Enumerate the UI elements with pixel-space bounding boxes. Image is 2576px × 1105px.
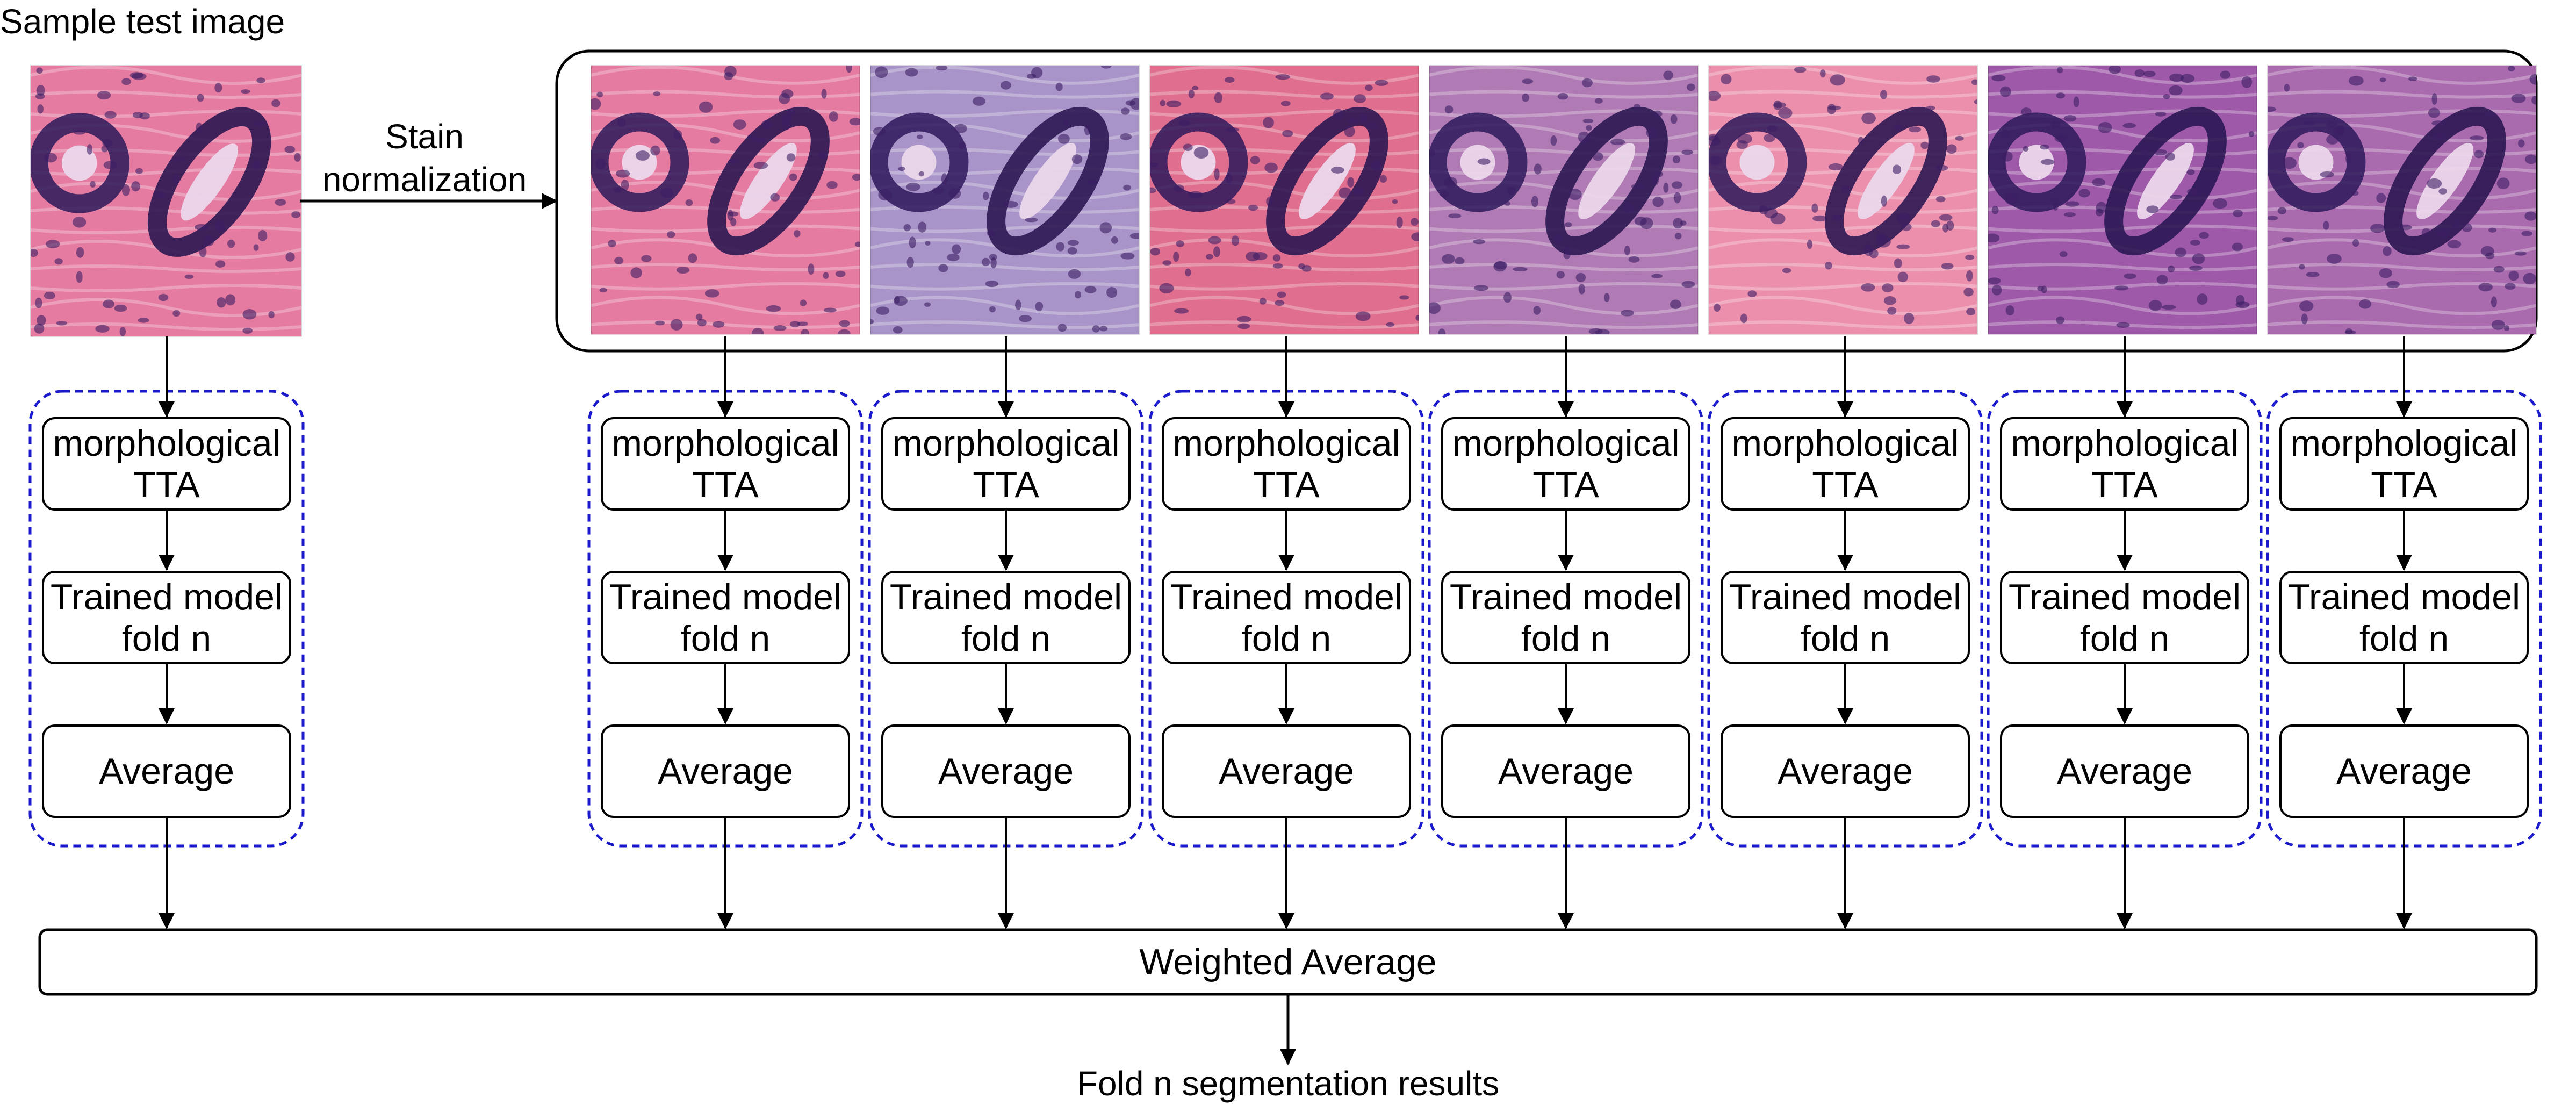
trained-model-label-line2: fold n	[681, 618, 770, 659]
weighted-average-label: Weighted Average	[1139, 942, 1436, 982]
histology-tile	[870, 65, 1140, 335]
histology-tile	[30, 65, 302, 337]
trained-model-label: Trained model	[609, 577, 841, 618]
morphological-tta-label: morphological	[2290, 423, 2517, 464]
average-label: Average	[99, 751, 234, 792]
morphological-tta-label: morphological	[611, 423, 839, 464]
morphological-tta-label: morphological	[1172, 423, 1400, 464]
histology-tile	[2267, 65, 2537, 335]
average-label: Average	[938, 751, 1074, 792]
trained-model-label: Trained model	[1450, 577, 1682, 618]
normalized-tiles-group	[591, 65, 2537, 335]
morphological-tta-label-line2: TTA	[2091, 464, 2158, 505]
histology-tile	[1708, 65, 1978, 335]
morphological-tta-label: morphological	[1452, 423, 1679, 464]
trained-model-label-line2: fold n	[1521, 618, 1610, 659]
morphological-tta-label-line2: TTA	[692, 464, 759, 505]
trained-model-label-line2: fold n	[2359, 618, 2449, 659]
histology-tile	[1988, 65, 2257, 335]
morphological-tta-label-line2: TTA	[973, 464, 1039, 505]
trained-model-label-line2: fold n	[122, 618, 211, 659]
average-label: Average	[2057, 751, 2192, 792]
average-label: Average	[1498, 751, 1634, 792]
trained-model-label-line2: fold n	[1801, 618, 1890, 659]
trained-model-label: Trained model	[1170, 577, 1402, 618]
morphological-tta-label-line2: TTA	[1253, 464, 1320, 505]
trained-model-label: Trained model	[1729, 577, 1961, 618]
morphological-tta-label: morphological	[53, 423, 280, 464]
trained-model-label-line2: fold n	[1242, 618, 1331, 659]
trained-model-label: Trained model	[51, 577, 283, 618]
stain-label-line1: Stain	[385, 117, 464, 156]
morphological-tta-label-line2: TTA	[1532, 464, 1599, 505]
sample-histology-tile	[30, 65, 302, 337]
average-label: Average	[658, 751, 793, 792]
morphological-tta-label-line2: TTA	[2371, 464, 2437, 505]
trained-model-label: Trained model	[2288, 577, 2520, 618]
morphological-tta-label: morphological	[2011, 423, 2238, 464]
trained-model-label: Trained model	[890, 577, 1122, 618]
diagram-title: Sample test image	[0, 2, 285, 41]
morphological-tta-label: morphological	[1731, 423, 1959, 464]
average-label: Average	[1778, 751, 1913, 792]
average-label: Average	[2336, 751, 2472, 792]
stain-label-line2: normalization	[322, 160, 527, 199]
trained-model-label-line2: fold n	[2080, 618, 2169, 659]
average-label: Average	[1219, 751, 1354, 792]
morphological-tta-label-line2: TTA	[133, 464, 200, 505]
trained-model-label: Trained model	[2009, 577, 2241, 618]
histology-tile	[1429, 65, 1699, 335]
result-label: Fold n segmentation results	[1077, 1064, 1499, 1103]
histology-tile	[1149, 65, 1419, 335]
morphological-tta-label: morphological	[892, 423, 1119, 464]
trained-model-label-line2: fold n	[961, 618, 1050, 659]
morphological-tta-label-line2: TTA	[1812, 464, 1879, 505]
histology-tile	[591, 65, 860, 335]
